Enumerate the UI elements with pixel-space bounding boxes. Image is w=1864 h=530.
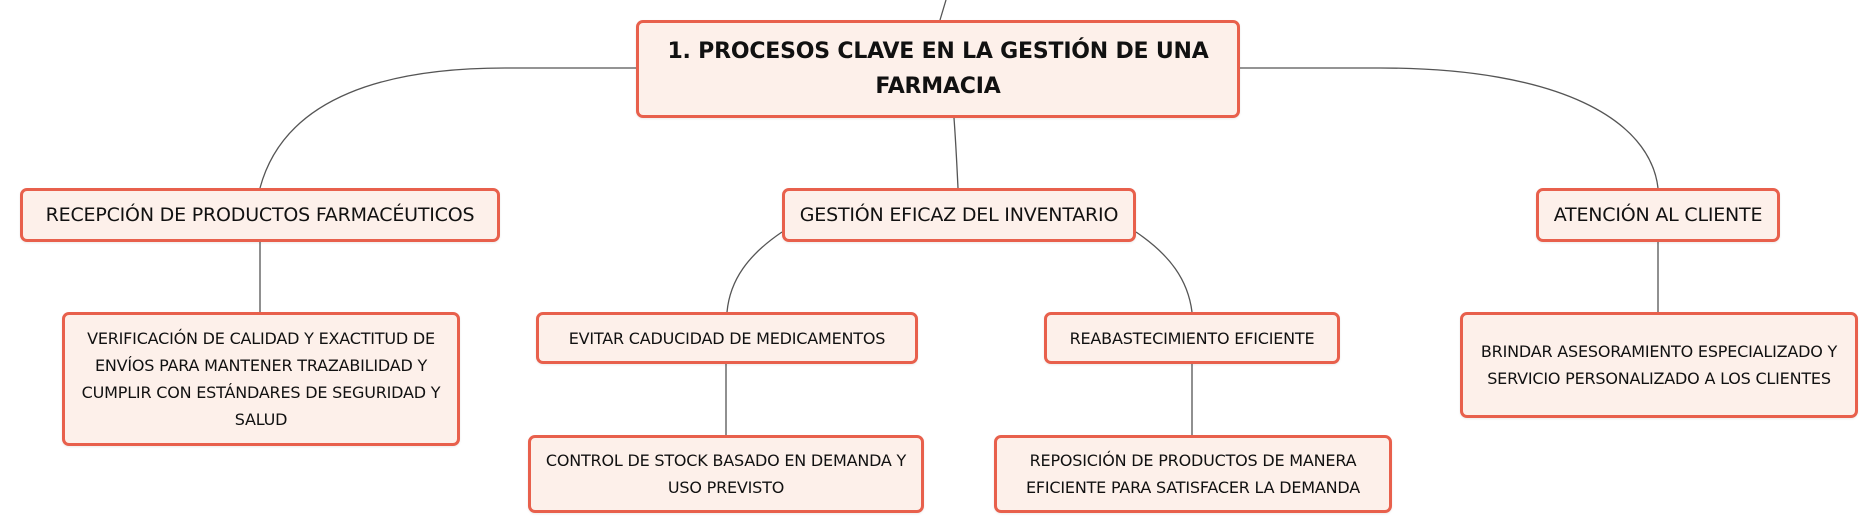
subtopic-brindar-asesoramiento[interactable]: BRINDAR ASESORAMIENTO ESPECIALIZADO Y SE… <box>1460 312 1858 418</box>
subtopic-reabastecimiento-label: REABASTECIMIENTO EFICIENTE <box>1069 328 1315 348</box>
subtopic-verificacion-calidad[interactable]: VERIFICACIÓN DE CALIDAD Y EXACTITUD DE E… <box>62 312 460 446</box>
connector-inventario-to-caducidad <box>726 231 783 313</box>
central-topic-node[interactable]: 1. PROCESOS CLAVE EN LA GESTIÓN DE UNA F… <box>636 20 1240 118</box>
subtopic-brindar-label: BRINDAR ASESORAMIENTO ESPECIALIZADO Y SE… <box>1480 342 1838 388</box>
connector-central-to-inventario <box>953 117 959 189</box>
topic-atencion-label: ATENCIÓN AL CLIENTE <box>1553 204 1763 226</box>
topic-recepcion-productos[interactable]: RECEPCIÓN DE PRODUCTOS FARMACÉUTICOS <box>20 188 500 242</box>
subtopic-reposicion-productos[interactable]: REPOSICIÓN DE PRODUCTOS DE MANERA EFICIE… <box>994 435 1392 513</box>
subtopic-reposicion-label: REPOSICIÓN DE PRODUCTOS DE MANERA EFICIE… <box>1026 451 1360 497</box>
subtopic-caducidad-label: EVITAR CADUCIDAD DE MEDICAMENTOS <box>568 328 886 348</box>
subtopic-control-label: CONTROL DE STOCK BASADO EN DEMANDA Y USO… <box>545 451 907 497</box>
subtopic-verificacion-label: VERIFICACIÓN DE CALIDAD Y EXACTITUD DE E… <box>81 329 441 429</box>
connector-parent-to-central <box>939 0 947 21</box>
topic-atencion-cliente[interactable]: ATENCIÓN AL CLIENTE <box>1536 188 1780 242</box>
subtopic-control-stock[interactable]: CONTROL DE STOCK BASADO EN DEMANDA Y USO… <box>528 435 924 513</box>
central-topic-label: 1. PROCESOS CLAVE EN LA GESTIÓN DE UNA F… <box>667 39 1209 99</box>
connector-central-to-atencion <box>1240 67 1659 189</box>
topic-gestion-inventario[interactable]: GESTIÓN EFICAZ DEL INVENTARIO <box>782 188 1136 242</box>
connector-inventario-to-reabastecimiento <box>1135 231 1193 313</box>
subtopic-reabastecimiento[interactable]: REABASTECIMIENTO EFICIENTE <box>1044 312 1340 364</box>
topic-inventario-label: GESTIÓN EFICAZ DEL INVENTARIO <box>799 204 1119 226</box>
topic-recepcion-label: RECEPCIÓN DE PRODUCTOS FARMACÉUTICOS <box>45 204 475 226</box>
connector-central-to-recepcion <box>259 67 636 189</box>
subtopic-evitar-caducidad[interactable]: EVITAR CADUCIDAD DE MEDICAMENTOS <box>536 312 918 364</box>
